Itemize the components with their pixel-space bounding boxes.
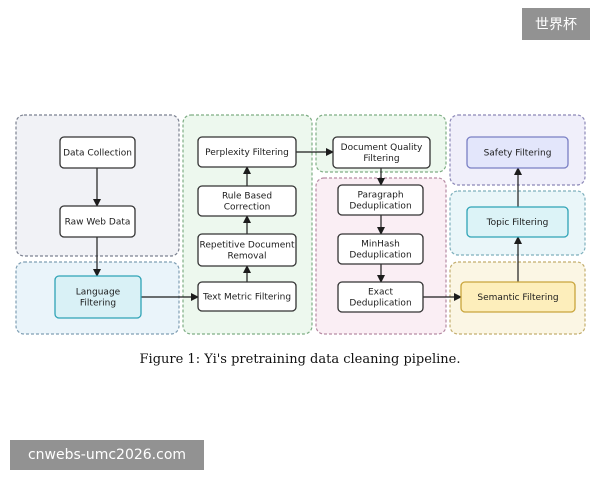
node-label-paragraph-deduplication-1: Deduplication — [349, 202, 411, 212]
node-box-topic-filtering — [466, 206, 569, 238]
node-box-text-metric-filtering — [197, 281, 297, 312]
node-box-exact-deduplication — [337, 281, 424, 313]
node-label-document-quality-filtering-0: Document Quality — [341, 143, 423, 153]
node-text-metric-filtering: Text Metric Filtering — [197, 281, 297, 312]
node-box-document-quality-filtering — [332, 136, 431, 169]
node-semantic-filtering: Semantic Filtering — [460, 281, 576, 313]
node-box-paragraph-deduplication — [337, 184, 424, 216]
node-label-rule-based-correction-1: Correction — [224, 203, 271, 213]
node-label-topic-filtering-0: Topic Filtering — [486, 218, 549, 228]
node-label-document-quality-filtering-1: Filtering — [363, 154, 399, 164]
node-box-rule-based-correction — [197, 185, 297, 217]
node-box-language-filtering — [54, 275, 142, 319]
figure-caption: Figure 1: Yi's pretraining data cleaning… — [139, 352, 461, 367]
node-label-paragraph-deduplication-0: Paragraph — [357, 191, 403, 201]
watermark-badge: 世界杯 — [522, 8, 590, 40]
node-label-semantic-filtering-0: Semantic Filtering — [477, 293, 558, 303]
node-label-repetitive-document-removal-1: Removal — [227, 252, 266, 262]
node-label-exact-deduplication-1: Deduplication — [349, 299, 411, 309]
node-box-raw-web-data — [59, 205, 136, 238]
node-label-repetitive-document-removal-0: Repetitive Document — [199, 241, 295, 251]
node-label-safety-filtering-0: Safety Filtering — [484, 149, 552, 159]
node-box-perplexity-filtering — [197, 136, 297, 168]
node-box-semantic-filtering — [460, 281, 576, 313]
node-label-minhash-deduplication-1: Deduplication — [349, 251, 411, 261]
node-topic-filtering: Topic Filtering — [466, 206, 569, 238]
node-label-rule-based-correction-0: Rule Based — [222, 192, 272, 202]
node-box-safety-filtering — [466, 136, 569, 169]
node-label-text-metric-filtering-0: Text Metric Filtering — [202, 293, 291, 303]
node-perplexity-filtering: Perplexity Filtering — [197, 136, 297, 168]
node-label-language-filtering-1: Filtering — [80, 299, 116, 309]
node-data-collection: Data Collection — [59, 136, 136, 169]
node-box-repetitive-document-removal — [197, 233, 297, 267]
node-label-data-collection-0: Data Collection — [63, 149, 132, 159]
source-badge: cnwebs-umc2026.com — [10, 440, 204, 470]
node-box-minhash-deduplication — [337, 233, 424, 265]
node-label-raw-web-data-0: Raw Web Data — [65, 218, 131, 228]
node-raw-web-data: Raw Web Data — [59, 205, 136, 238]
node-label-language-filtering-0: Language — [76, 288, 121, 298]
node-box-data-collection — [59, 136, 136, 169]
node-label-perplexity-filtering-0: Perplexity Filtering — [205, 148, 289, 158]
node-label-exact-deduplication-0: Exact — [368, 288, 393, 298]
node-label-minhash-deduplication-0: MinHash — [361, 240, 400, 250]
node-safety-filtering: Safety Filtering — [466, 136, 569, 169]
